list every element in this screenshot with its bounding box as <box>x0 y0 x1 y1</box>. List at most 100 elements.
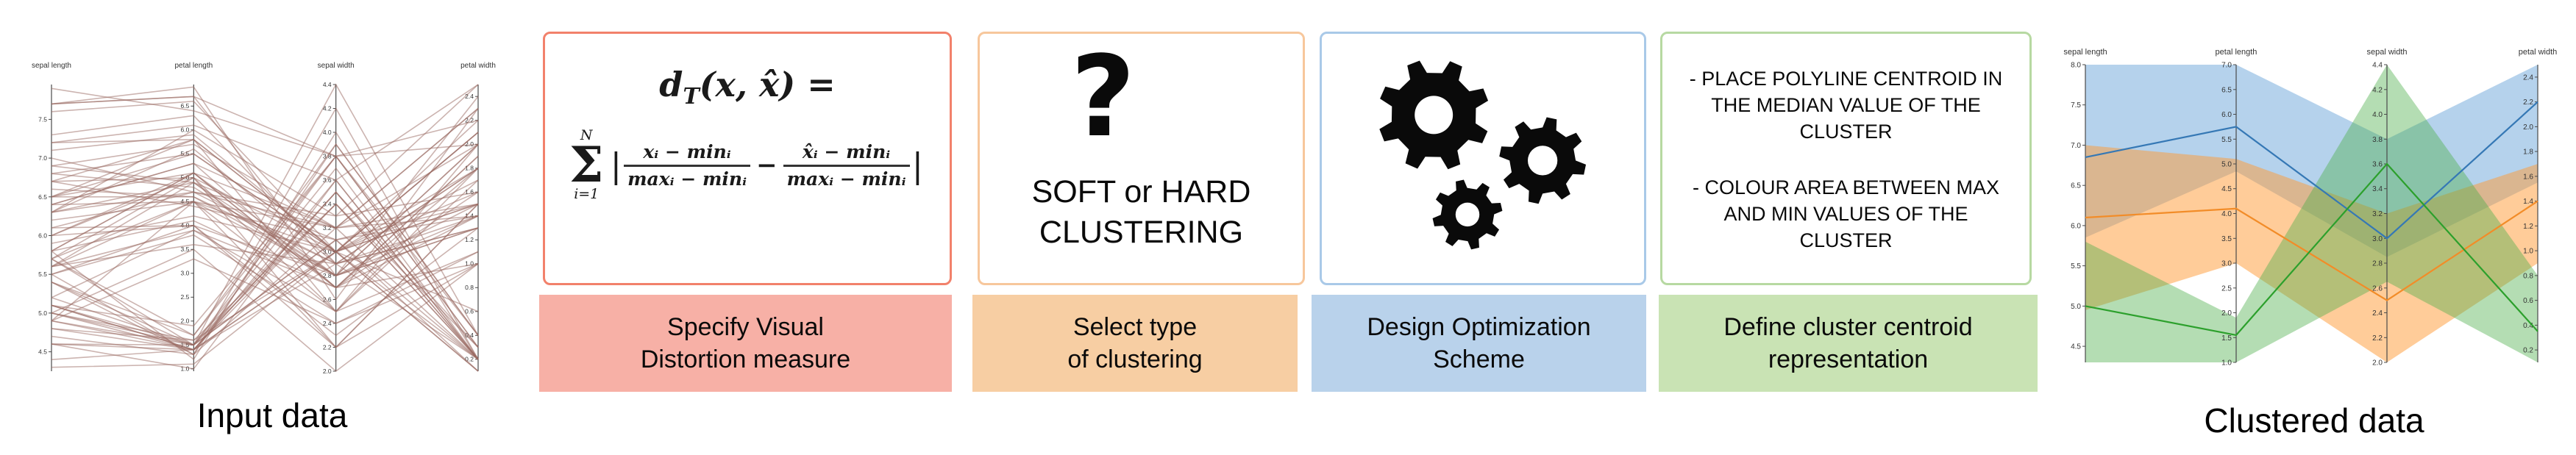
step-box-clustering-type: ? SOFT or HARD CLUSTERING <box>978 32 1305 285</box>
gear-2 <box>1499 116 1587 204</box>
svg-text:petal width: petal width <box>2519 48 2558 57</box>
gears-icon-svg <box>1379 60 1587 249</box>
svg-text:0.2: 0.2 <box>2523 347 2533 355</box>
svg-text:4.0: 4.0 <box>2221 210 2232 218</box>
svg-text:3.2: 3.2 <box>2372 210 2383 218</box>
cluster-orange-centroid <box>2085 200 2538 301</box>
abs-bar-right: | <box>911 145 924 185</box>
data-line <box>51 251 479 372</box>
svg-text:2.4: 2.4 <box>323 320 332 327</box>
svg-text:3.0: 3.0 <box>2221 260 2232 268</box>
svg-text:5.0: 5.0 <box>38 309 47 317</box>
svg-text:sepal width: sepal width <box>318 62 355 70</box>
svg-text:3.0: 3.0 <box>323 248 332 256</box>
svg-text:1.8: 1.8 <box>2523 148 2533 157</box>
svg-text:5.5: 5.5 <box>2221 136 2232 144</box>
gears-icon <box>1322 34 1644 283</box>
centroid-bullet-2: - COLOUR AREA BETWEEN MAX AND MIN VALUES… <box>1692 176 2000 251</box>
svg-text:6.5: 6.5 <box>2221 86 2232 94</box>
svg-text:4.4: 4.4 <box>2372 62 2383 70</box>
data-line <box>51 248 479 373</box>
fraction-1: xᵢ − minᵢ maxᵢ − minᵢ <box>624 141 751 190</box>
svg-text:2.0: 2.0 <box>181 318 190 325</box>
svg-text:7.0: 7.0 <box>2221 62 2232 70</box>
summation-upper-limit: N <box>580 127 593 143</box>
data-line <box>51 258 479 324</box>
svg-text:2.4: 2.4 <box>2523 74 2533 82</box>
svg-text:sepal width: sepal width <box>2366 48 2407 57</box>
data-line <box>51 179 479 322</box>
step-strip-optimization-scheme: Design Optimization Scheme <box>1312 295 1646 392</box>
step-strip-centroid-representation: Define cluster centroid representation <box>1659 295 2038 392</box>
svg-text:5.0: 5.0 <box>2221 161 2232 169</box>
data-line <box>51 176 479 348</box>
svg-text:2.2: 2.2 <box>2523 98 2533 107</box>
svg-text:8.0: 8.0 <box>2071 62 2081 70</box>
svg-text:1.4: 1.4 <box>465 212 474 220</box>
svg-text:2.4: 2.4 <box>465 93 474 100</box>
step-box-centroid-representation: - PLACE POLYLINE CENTROID IN THE MEDIAN … <box>1660 32 2032 285</box>
svg-text:petal length: petal length <box>174 62 213 70</box>
step-box-distortion-measure: dT(x, x̂) = N Σ i=1 | xᵢ − minᵢ maxᵢ − m… <box>543 32 952 285</box>
svg-text:3.5: 3.5 <box>181 246 190 253</box>
svg-text:1.6: 1.6 <box>2523 173 2533 181</box>
data-line <box>51 138 479 253</box>
svg-text:1.2: 1.2 <box>2523 223 2533 231</box>
abs-bar-left: | <box>610 145 622 185</box>
svg-text:5.5: 5.5 <box>181 150 190 157</box>
svg-text:3.4: 3.4 <box>2372 185 2383 193</box>
strip-label-line2: representation <box>1768 345 1929 373</box>
svg-text:0.8: 0.8 <box>465 284 474 291</box>
svg-text:2.0: 2.0 <box>2221 309 2232 318</box>
svg-text:3.6: 3.6 <box>323 176 332 184</box>
data-line <box>51 168 479 289</box>
svg-text:2.5: 2.5 <box>181 293 190 301</box>
svg-text:3.2: 3.2 <box>323 224 332 232</box>
summation-lower-limit: i=1 <box>574 186 599 203</box>
question-mark-icon: ? <box>1070 32 1136 162</box>
svg-text:5.5: 5.5 <box>38 271 47 278</box>
data-line <box>51 224 479 348</box>
svg-text:1.0: 1.0 <box>465 260 474 268</box>
formula-args: (x, x̂) = <box>699 65 836 104</box>
svg-text:3.4: 3.4 <box>323 201 332 208</box>
svg-text:3.0: 3.0 <box>2372 235 2383 243</box>
svg-text:4.4: 4.4 <box>323 81 332 88</box>
cluster-blue-centroid <box>2085 101 2538 240</box>
formula-d: d <box>659 65 683 104</box>
svg-text:6.5: 6.5 <box>38 193 47 201</box>
fraction-2-denominator: maxᵢ − minᵢ <box>783 164 910 190</box>
svg-text:3.8: 3.8 <box>2372 136 2383 144</box>
svg-text:1.0: 1.0 <box>2221 359 2232 368</box>
data-line <box>51 86 479 301</box>
fraction-1-denominator: maxᵢ − minᵢ <box>624 164 751 190</box>
svg-text:0.8: 0.8 <box>2523 272 2533 280</box>
svg-text:2.8: 2.8 <box>323 272 332 279</box>
svg-text:2.0: 2.0 <box>323 368 332 375</box>
data-line <box>51 234 479 324</box>
cluster-green-centroid <box>2085 162 2538 337</box>
svg-text:1.8: 1.8 <box>465 165 474 172</box>
svg-text:4.5: 4.5 <box>2071 343 2081 351</box>
step-strip-distortion-measure: Specify Visual Distortion measure <box>539 295 952 392</box>
svg-text:2.6: 2.6 <box>323 296 332 304</box>
formula-d-subscript: T <box>683 84 700 110</box>
clustering-type-line1: SOFT or HARD <box>1031 173 1251 209</box>
formula-rhs: N Σ i=1 | xᵢ − minᵢ maxᵢ − minᵢ − x̂ᵢ − … <box>569 129 925 201</box>
sigma-glyph: Σ <box>569 136 604 193</box>
strip-label-line1: Define cluster centroid <box>1723 312 1973 341</box>
svg-text:2.0: 2.0 <box>2523 123 2533 132</box>
svg-text:6.0: 6.0 <box>181 126 190 134</box>
svg-text:sepal length: sepal length <box>32 62 71 70</box>
step-box-optimization-scheme <box>1320 32 1646 285</box>
clustering-type-text: SOFT or HARD CLUSTERING <box>1032 172 1251 253</box>
fraction-2-numerator: x̂ᵢ − minᵢ <box>802 140 891 162</box>
svg-text:2.0: 2.0 <box>2372 359 2383 368</box>
cluster-green-band <box>2085 65 2538 362</box>
clustered-plot-title: Clustered data <box>2204 401 2424 440</box>
svg-text:6.0: 6.0 <box>2071 222 2081 230</box>
svg-text:5.5: 5.5 <box>2071 262 2081 271</box>
svg-text:2.8: 2.8 <box>2372 260 2383 268</box>
